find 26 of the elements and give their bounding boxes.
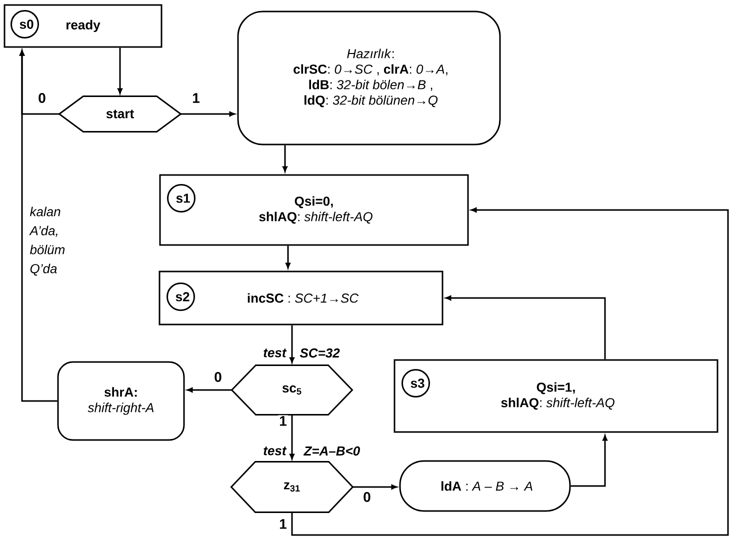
arrow <box>187 388 232 392</box>
arrow <box>446 296 606 360</box>
arrow <box>352 484 397 490</box>
arrow <box>290 414 294 460</box>
edge-label: 1 <box>278 518 288 530</box>
test-label: test <box>264 348 287 358</box>
arrow <box>290 325 294 363</box>
test-label: SC=32 <box>300 348 340 358</box>
arrow <box>286 246 290 268</box>
arrow <box>180 112 235 116</box>
arrow <box>291 208 729 536</box>
note-text: kalan A’da, bölüm Q’da <box>29 206 65 276</box>
action-box: shrA: shift-right-A <box>57 361 185 441</box>
edge-label: 0 <box>362 491 372 503</box>
edge-label: 0 <box>37 92 47 104</box>
action-box: Hazırlık: clrSC: 0→SC , clrA: 0→A, ldB: 32-bit bölen→B , ldQ: 32-bit bölünen→Q <box>237 10 501 146</box>
test-label: Z=A–B<0 <box>303 446 360 456</box>
action-box: ldA : A – B → A <box>399 460 571 512</box>
edge-label: 1 <box>191 92 201 104</box>
arrow <box>118 48 122 94</box>
test-label: test <box>264 446 287 456</box>
edge-label: 1 <box>278 415 288 427</box>
edge-label: 0 <box>213 371 223 383</box>
arrow <box>282 145 288 172</box>
arrow <box>570 435 608 487</box>
arrow <box>20 50 58 402</box>
